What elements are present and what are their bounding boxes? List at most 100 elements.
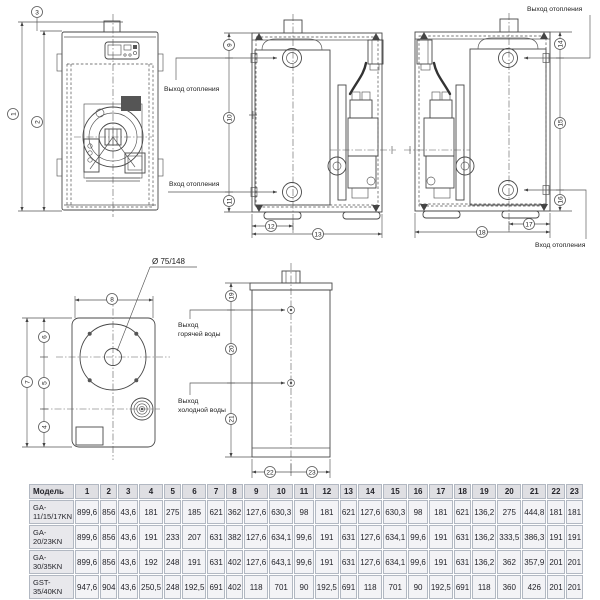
value-cell: 248: [164, 575, 182, 599]
rear-view: 19 20 21 Выход горячей воды Выход холодн…: [178, 263, 333, 478]
callout-2: 2: [31, 116, 43, 128]
heat-exchanger: [469, 48, 547, 206]
foot: [422, 210, 461, 219]
callout-23: 23: [306, 466, 318, 478]
callout-5: 5: [38, 377, 50, 389]
model-column-header: Модель: [29, 484, 75, 499]
value-cell: 118: [358, 575, 383, 599]
value-cell: 402: [225, 575, 244, 599]
power-cable: [348, 61, 368, 96]
value-cell: 426: [522, 575, 547, 599]
svg-text:15: 15: [557, 119, 564, 127]
value-cell: 127,6: [244, 550, 269, 574]
column-header: 2: [100, 484, 118, 499]
value-cell: 947,6: [75, 575, 100, 599]
value-cell: 631: [453, 525, 472, 549]
model-cell: GST-35/40KN: [29, 575, 75, 599]
value-cell: 181: [139, 500, 164, 524]
column-header: 8: [225, 484, 244, 499]
value-cell: 402: [225, 550, 244, 574]
svg-text:21: 21: [228, 415, 235, 423]
value-cell: 899,6: [75, 525, 100, 549]
svg-text:20: 20: [228, 345, 235, 353]
value-cell: 191: [314, 525, 339, 549]
value-cell: 118: [244, 575, 269, 599]
callout-17: 17: [523, 218, 535, 230]
value-cell: 691: [453, 575, 472, 599]
value-cell: 630,3: [269, 500, 294, 524]
value-cell: 43,6: [118, 550, 139, 574]
burner-assembly: [82, 96, 146, 182]
value-cell: 899,6: [75, 500, 100, 524]
column-header: 13: [339, 484, 358, 499]
value-cell: 191: [428, 525, 453, 549]
value-cell: 43,6: [118, 500, 139, 524]
wall-bracket: [367, 39, 384, 71]
callout-9: 9: [223, 39, 235, 51]
callout-10: 10: [223, 112, 235, 124]
svg-text:6: 6: [41, 335, 48, 339]
svg-text:18: 18: [478, 229, 486, 236]
model-cell: GA-30/35KN: [29, 550, 75, 574]
callout-21: 21: [225, 413, 237, 425]
svg-text:3: 3: [35, 9, 39, 16]
value-cell: 275: [497, 500, 522, 524]
callout-16: 16: [554, 194, 566, 206]
svg-text:5: 5: [41, 381, 48, 385]
column-header: 6: [182, 484, 207, 499]
cold-water-outlet-label-line1: Выход: [178, 398, 198, 405]
value-cell: 275: [164, 500, 182, 524]
value-cell: 691: [339, 575, 358, 599]
junction-box: [75, 426, 104, 446]
value-cell: 233: [164, 525, 182, 549]
value-cell: 181: [565, 500, 584, 524]
value-cell: 382: [225, 525, 244, 549]
value-cell: 201: [565, 575, 584, 599]
value-cell: 630,3: [383, 500, 408, 524]
value-cell: 192,5: [314, 575, 339, 599]
value-cell: 90: [294, 575, 314, 599]
value-cell: 118: [472, 575, 497, 599]
value-cell: 136,2: [472, 525, 497, 549]
value-cell: 248: [164, 550, 182, 574]
column-header: 14: [358, 484, 383, 499]
svg-text:13: 13: [314, 231, 322, 238]
value-cell: 207: [182, 525, 207, 549]
right-side-view: 14 15 16 Выход отопления Вход отопления …: [404, 6, 591, 249]
power-cable: [432, 61, 452, 96]
value-cell: 201: [547, 575, 565, 599]
flue-stub: [103, 20, 121, 33]
svg-text:4: 4: [41, 425, 48, 429]
value-cell: 136,2: [472, 500, 497, 524]
value-cell: 201: [565, 550, 584, 574]
value-cell: 99,6: [294, 525, 314, 549]
value-cell: 136,2: [472, 550, 497, 574]
hot-water-outlet-label-line2: горячей воды: [178, 330, 221, 338]
value-cell: 360: [497, 575, 522, 599]
flue-diameter-label: Ø 75/148: [152, 257, 185, 266]
value-cell: 701: [269, 575, 294, 599]
value-cell: 631: [339, 550, 358, 574]
callout-20: 20: [225, 343, 237, 355]
value-cell: 181: [547, 500, 565, 524]
value-cell: 631: [207, 550, 225, 574]
heating-inlet-label: Вход отопления: [169, 181, 220, 188]
value-cell: 856: [100, 500, 118, 524]
column-header: 1: [75, 484, 100, 499]
value-cell: 643,1: [269, 550, 294, 574]
column-header: 23: [565, 484, 584, 499]
top-view: 8 Ø 75/148 7 6 5 4: [21, 257, 197, 460]
model-cell: GA-11/15/17KN: [29, 500, 75, 524]
svg-text:11: 11: [226, 197, 233, 204]
svg-text:14: 14: [557, 40, 564, 48]
value-cell: 631: [207, 525, 225, 549]
value-cell: 191: [139, 525, 164, 549]
value-cell: 621: [207, 500, 225, 524]
heating-outlet-label: Выход отопления: [164, 86, 220, 93]
callout-4: 4: [38, 421, 50, 433]
column-header: 11: [294, 484, 314, 499]
